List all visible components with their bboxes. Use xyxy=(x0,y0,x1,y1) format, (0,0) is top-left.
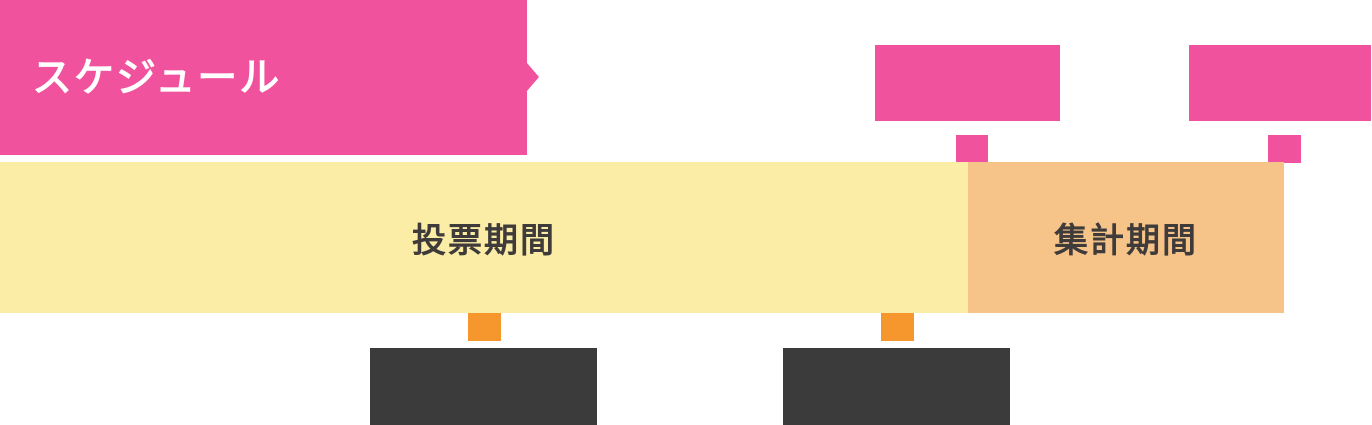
segment-voting-period: 投票期間 xyxy=(0,162,968,313)
callout-box-top-2-label xyxy=(1189,45,1371,121)
segment-voting-period-label: 投票期間 xyxy=(412,222,556,260)
connector-top-2 xyxy=(1268,135,1301,163)
section-title: スケジュール xyxy=(32,55,282,100)
callout-box-bottom-2-label xyxy=(783,348,1010,425)
callout-box-top-2 xyxy=(1189,45,1371,121)
connector-bottom-1 xyxy=(468,313,501,341)
arrow-right-icon xyxy=(527,63,539,91)
connector-bottom-2 xyxy=(881,313,914,341)
timeline-bar: 投票期間 集計期間 xyxy=(0,162,1284,313)
section-header: スケジュール xyxy=(0,0,539,155)
segment-tally-period: 集計期間 xyxy=(968,162,1284,313)
callout-box-top-1-label xyxy=(875,45,1060,121)
callout-box-bottom-1 xyxy=(370,348,597,425)
connector-top-1 xyxy=(956,135,988,163)
callout-box-bottom-1-label xyxy=(370,348,597,425)
callout-box-top-1 xyxy=(875,45,1060,121)
segment-tally-period-label: 集計期間 xyxy=(1054,222,1198,260)
callout-box-bottom-2 xyxy=(783,348,1010,425)
